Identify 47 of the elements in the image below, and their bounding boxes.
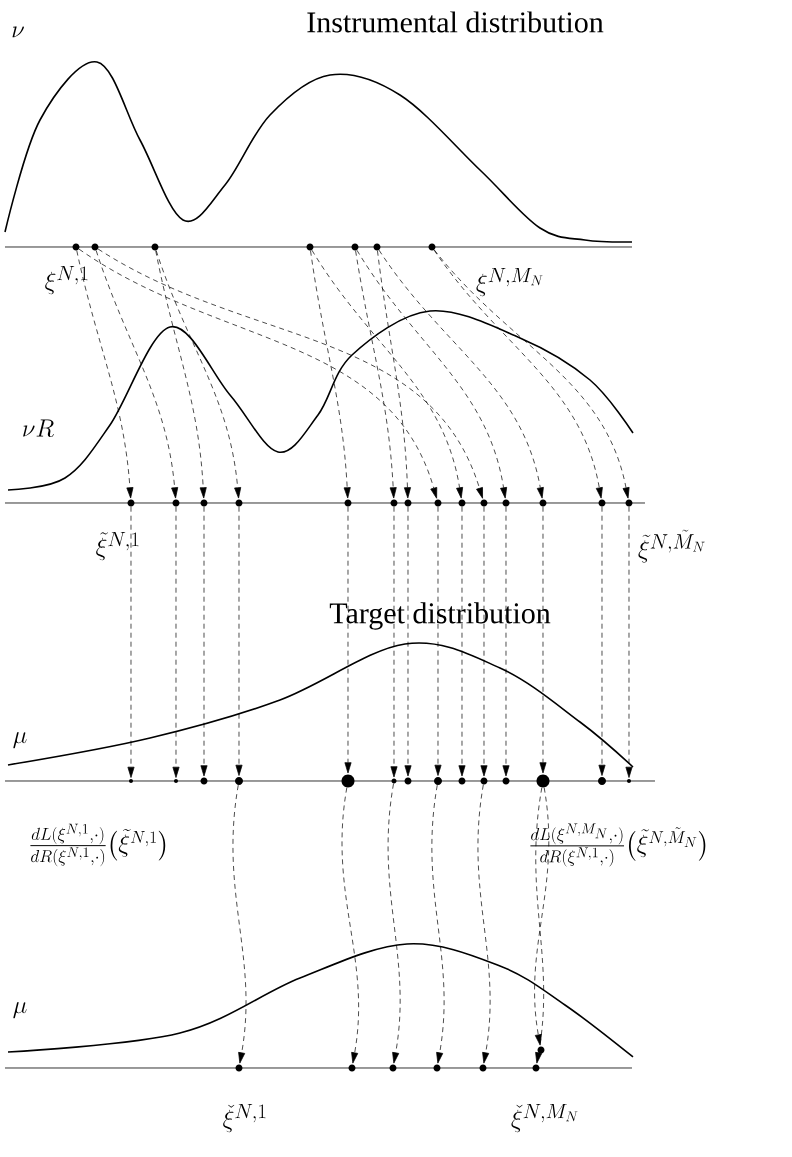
arrow — [377, 250, 411, 499]
arrow — [535, 787, 544, 1064]
arrow — [127, 506, 135, 778]
arrow — [534, 787, 550, 1046]
arrow — [625, 506, 633, 778]
arrow — [200, 506, 208, 777]
arrow — [76, 250, 134, 499]
heading: Target distribution — [329, 602, 551, 630]
arrow — [97, 248, 483, 499]
arrow — [502, 506, 510, 777]
point-label: $\tilde\xi^{N,\tilde M_N}$ — [638, 529, 705, 563]
axis-label: $\nu$ — [12, 26, 24, 38]
arrow — [232, 784, 247, 1064]
arrow — [355, 250, 397, 499]
arrow — [311, 249, 464, 499]
point-label: $\check\xi^{N,1}$ — [223, 1104, 266, 1133]
arrow — [480, 506, 488, 777]
weight-label: $\frac{dL(\xi^{N,1},\cdot)}{dR(\xi^{N,1},\cdot)}\bigl(\tilde\xi^{N,1}\bigr)$ — [30, 823, 166, 867]
arrow — [155, 250, 207, 499]
axis-label: $\mu$ — [13, 1001, 27, 1019]
arrow — [387, 783, 401, 1064]
arrow — [598, 506, 606, 776]
arrow — [477, 784, 491, 1064]
axis-label: $\mu$ — [13, 731, 27, 749]
arrow — [539, 506, 547, 774]
arrow — [172, 506, 180, 778]
title: Instrumental distribution — [307, 11, 604, 33]
arrow — [344, 506, 352, 774]
arrow — [378, 249, 544, 499]
arrow — [404, 506, 412, 777]
arrow — [434, 506, 442, 776]
arrow — [458, 506, 466, 777]
arrow — [431, 784, 445, 1064]
arrow — [155, 250, 242, 499]
point-label: $\xi^{N,M_N}$ — [476, 268, 543, 297]
arrow — [235, 506, 243, 776]
arrow — [310, 250, 351, 499]
axis-label: $\nu R$ — [23, 419, 54, 437]
arrow — [390, 506, 398, 778]
point-label: $\tilde\xi^{N,1}$ — [96, 532, 139, 561]
weight-label: $\frac{dL(\xi^{N,M_N},\cdot)}{dR(\xi^{N,1},\cdot)}\bigl(\tilde\xi^{N,\tilde M_N}\bigr)$ — [530, 823, 706, 867]
point-label: $\check\xi^{N,M_N}$ — [511, 1104, 578, 1133]
arrow — [356, 249, 508, 499]
arrow — [78, 248, 438, 499]
arrow — [95, 250, 179, 499]
point-label: $\xi^{N,1}$ — [45, 266, 88, 295]
arrow — [341, 787, 359, 1064]
